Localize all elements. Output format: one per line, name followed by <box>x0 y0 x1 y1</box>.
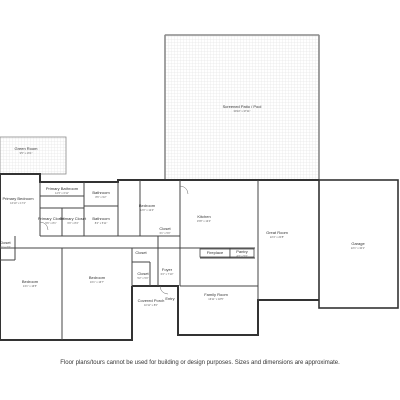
room-dimensions-pantry: 4'3" x 5'3" <box>236 254 247 258</box>
room-label-kitchen: Kitchen <box>197 214 210 219</box>
room-label-bathroom-1: Bathroom <box>92 190 110 195</box>
room-dimensions-primary-bathroom: 14'3" x 6'11" <box>55 191 69 195</box>
room-label-primary-bedroom: Primary Bedroom <box>2 196 34 201</box>
room-label-family-room: Family Room <box>204 292 228 297</box>
room-dimensions-green-room: 9'5" x 16'1" <box>20 151 33 155</box>
room-label-primary-bathroom: Primary Bathroom <box>46 186 79 191</box>
room-dimensions-patio: 39'10" x 37'11" <box>234 109 251 113</box>
room-dimensions-bedroom-2: 13'1" x 16'5" <box>23 284 37 288</box>
pantry-box <box>229 248 255 258</box>
room-dimensions-closet-3: 5'2" x 5'0" <box>137 276 148 280</box>
room-label-closet-2: Closet <box>135 250 147 255</box>
room-dimensions-primary-closet-1: 5'6" x 8'1" <box>45 221 56 225</box>
garage-area <box>318 179 399 309</box>
room-label-bedroom-2: Bedroom <box>22 279 39 284</box>
room-label-great-room: Great Room <box>266 230 288 235</box>
room-dimensions-bathroom-2: 8'4" x 5'11" <box>95 221 108 225</box>
room-dimensions-great-room: 22'4" x 20'8" <box>270 235 284 239</box>
room-label-bedroom-1: Bedroom <box>139 203 156 208</box>
room-dimensions-primary-bedroom: 16'10" x 17'4" <box>10 201 26 205</box>
room-dimensions-covered-porch: 10'11" x 8'0" <box>144 303 158 307</box>
room-label-primary-closet-1: Primary Closet <box>38 216 65 221</box>
room-label-garage: Garage <box>351 241 365 246</box>
room-dimensions-closet-1: 3'1" x 5'0" <box>159 231 170 235</box>
floor-plan-disclaimer: Floor plans/tours cannot be used for bui… <box>60 360 340 366</box>
room-label-covered-porch: Covered Porch <box>138 298 165 303</box>
room-dimensions-bedroom-3: 16'1" x 16'7" <box>90 280 104 284</box>
room-label-entry: Entry <box>165 296 174 301</box>
exterior-walls <box>0 173 319 341</box>
room-dimensions-garage: 22'1" x 30'1" <box>351 246 365 250</box>
room-label-closet-4: Closet <box>0 240 12 245</box>
room-dimensions-family-room: 16'11" x 18'5" <box>208 297 224 301</box>
room-dimensions-closet-4: 5'1" x 2'3" <box>0 245 11 249</box>
room-label-bedroom-3: Bedroom <box>89 275 106 280</box>
room-label-patio: Screened Patio / Pool <box>223 104 262 109</box>
green-room-area <box>0 136 67 175</box>
room-label-fireplace: Fireplace <box>207 250 224 255</box>
room-dimensions-bathroom-1: 8'6" x 9'2" <box>95 195 106 199</box>
room-label-closet-3: Closet <box>137 271 149 276</box>
room-dimensions-primary-closet-2: 6'0" x 8'4" <box>67 221 78 225</box>
room-dimensions-bedroom-1: 12'0" x 12'4" <box>140 208 154 212</box>
room-label-primary-closet-2: Primary Closet <box>60 216 87 221</box>
room-label-pantry: Pantry <box>236 249 248 254</box>
room-label-foyer: Foyer <box>162 267 173 272</box>
room-label-closet-1: Closet <box>159 226 171 231</box>
room-dimensions-kitchen: 15'8" x 13'4" <box>197 219 211 223</box>
room-dimensions-foyer: 6'2" x 7'10" <box>161 272 174 276</box>
door-swings <box>39 185 189 295</box>
screened-patio-area <box>164 34 320 181</box>
room-label-bathroom-2: Bathroom <box>92 216 110 221</box>
room-label-green-room: Green Room <box>15 146 39 151</box>
interior-walls <box>0 180 259 340</box>
